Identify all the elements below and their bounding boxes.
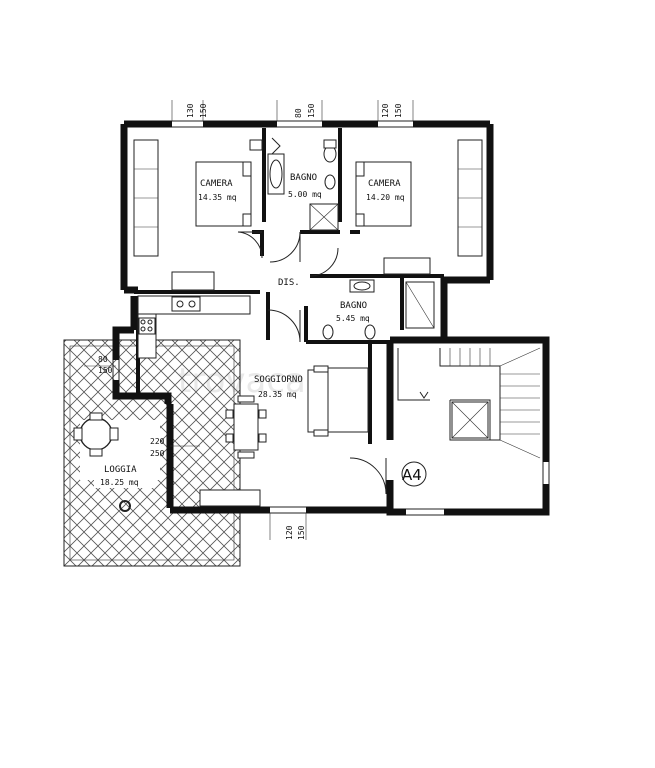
soggiorno-furniture	[199, 365, 369, 507]
bagno-top-fixtures	[249, 137, 339, 231]
room-name-camera-left: CAMERA	[200, 179, 233, 189]
room-area-camera-left: 14.35 mq	[198, 193, 237, 202]
loggia-furniture	[73, 412, 131, 512]
unit-label: A4	[402, 466, 422, 484]
doors	[237, 231, 387, 495]
stairwell: A4	[397, 347, 541, 487]
dim-living-window-a: 220	[150, 437, 165, 446]
dimension-labels: 130 150 80 150 120 150 120 150 80 150 22…	[98, 103, 403, 540]
dim-loggia-window-b: 150	[98, 366, 113, 375]
room-area-loggia: 18.25 mq	[100, 478, 139, 487]
room-name-soggiorno: SOGGIORNO	[254, 375, 303, 385]
dim-bottom-a: 120	[285, 525, 294, 540]
camera-right-furniture	[355, 139, 483, 275]
room-area-bagno-mid: 5.45 mq	[336, 314, 370, 323]
room-name-bagno-top: BAGNO	[290, 173, 317, 183]
room-name-loggia: LOGGIA	[104, 465, 137, 475]
room-area-soggiorno: 28.35 mq	[258, 390, 297, 399]
room-labels: CAMERA 14.35 mq BAGNO 5.00 mq CAMERA 14.…	[94, 173, 405, 488]
dim-top-right-a: 120	[381, 103, 390, 118]
dim-top-left-a: 130	[186, 103, 195, 118]
dim-top-mid-b: 150	[307, 103, 316, 118]
bagno-mid-fixtures	[322, 279, 435, 340]
dim-bottom-b: 150	[297, 525, 306, 540]
dim-top-left-b: 150	[199, 103, 208, 118]
dim-top-right-b: 150	[394, 103, 403, 118]
room-area-camera-right: 14.20 mq	[366, 193, 405, 202]
room-name-camera-right: CAMERA	[368, 179, 401, 189]
dim-living-window-b: 250	[150, 449, 165, 458]
room-area-bagno-top: 5.00 mq	[288, 190, 322, 199]
camera-left-furniture	[133, 139, 252, 291]
exterior-walls	[112, 120, 550, 516]
room-name-dis: DIS.	[278, 278, 300, 288]
dimension-lines	[84, 100, 414, 540]
dim-loggia-window-a: 80	[98, 355, 108, 364]
windows	[112, 120, 550, 516]
room-name-bagno-mid: BAGNO	[340, 301, 367, 311]
interior-walls	[134, 128, 444, 444]
loggia-terrace	[63, 339, 241, 567]
kitchen-fixtures	[137, 295, 251, 359]
dim-top-mid-a: 80	[294, 108, 303, 118]
